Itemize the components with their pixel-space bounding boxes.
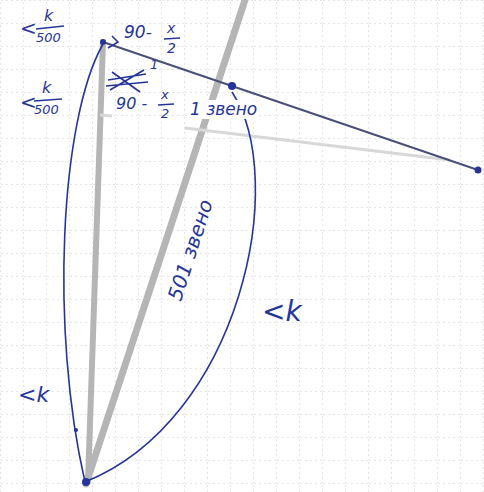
crossed-out-scribble xyxy=(106,70,148,92)
handwritten-label: 90- xyxy=(124,24,152,41)
angle-arc xyxy=(85,92,255,482)
pencil-line xyxy=(88,42,103,482)
handwritten-label: 1 xyxy=(150,58,158,71)
pencil-line xyxy=(86,0,245,484)
handwritten-label: 500 xyxy=(34,103,59,116)
handwritten-label: k xyxy=(44,8,53,24)
pencil-line xyxy=(100,115,112,116)
handwritten-label: <k xyxy=(262,298,302,326)
fraction-bar xyxy=(34,99,62,101)
handwritten-label: 500 xyxy=(36,31,61,44)
angle-arc xyxy=(64,44,103,482)
handwritten-label: 1 звено xyxy=(188,100,259,119)
handwritten-label: x xyxy=(167,21,175,35)
pencil-line xyxy=(185,128,450,160)
fraction-bar xyxy=(158,104,174,105)
handwritten-label: 90 - xyxy=(116,96,147,112)
fraction-bar xyxy=(164,38,180,39)
point-dot xyxy=(228,82,236,90)
segment-line xyxy=(103,42,478,170)
point-dot xyxy=(475,167,482,174)
handwritten-label: k xyxy=(42,80,51,96)
handwritten-label: 2 xyxy=(161,107,169,120)
handwritten-label: < xyxy=(20,18,37,38)
fraction-bar xyxy=(36,26,64,29)
handwritten-label: x xyxy=(161,88,169,101)
handwritten-label: 2 xyxy=(167,41,176,55)
angle-mark xyxy=(108,36,118,48)
handwritten-label: <k xyxy=(18,384,49,406)
